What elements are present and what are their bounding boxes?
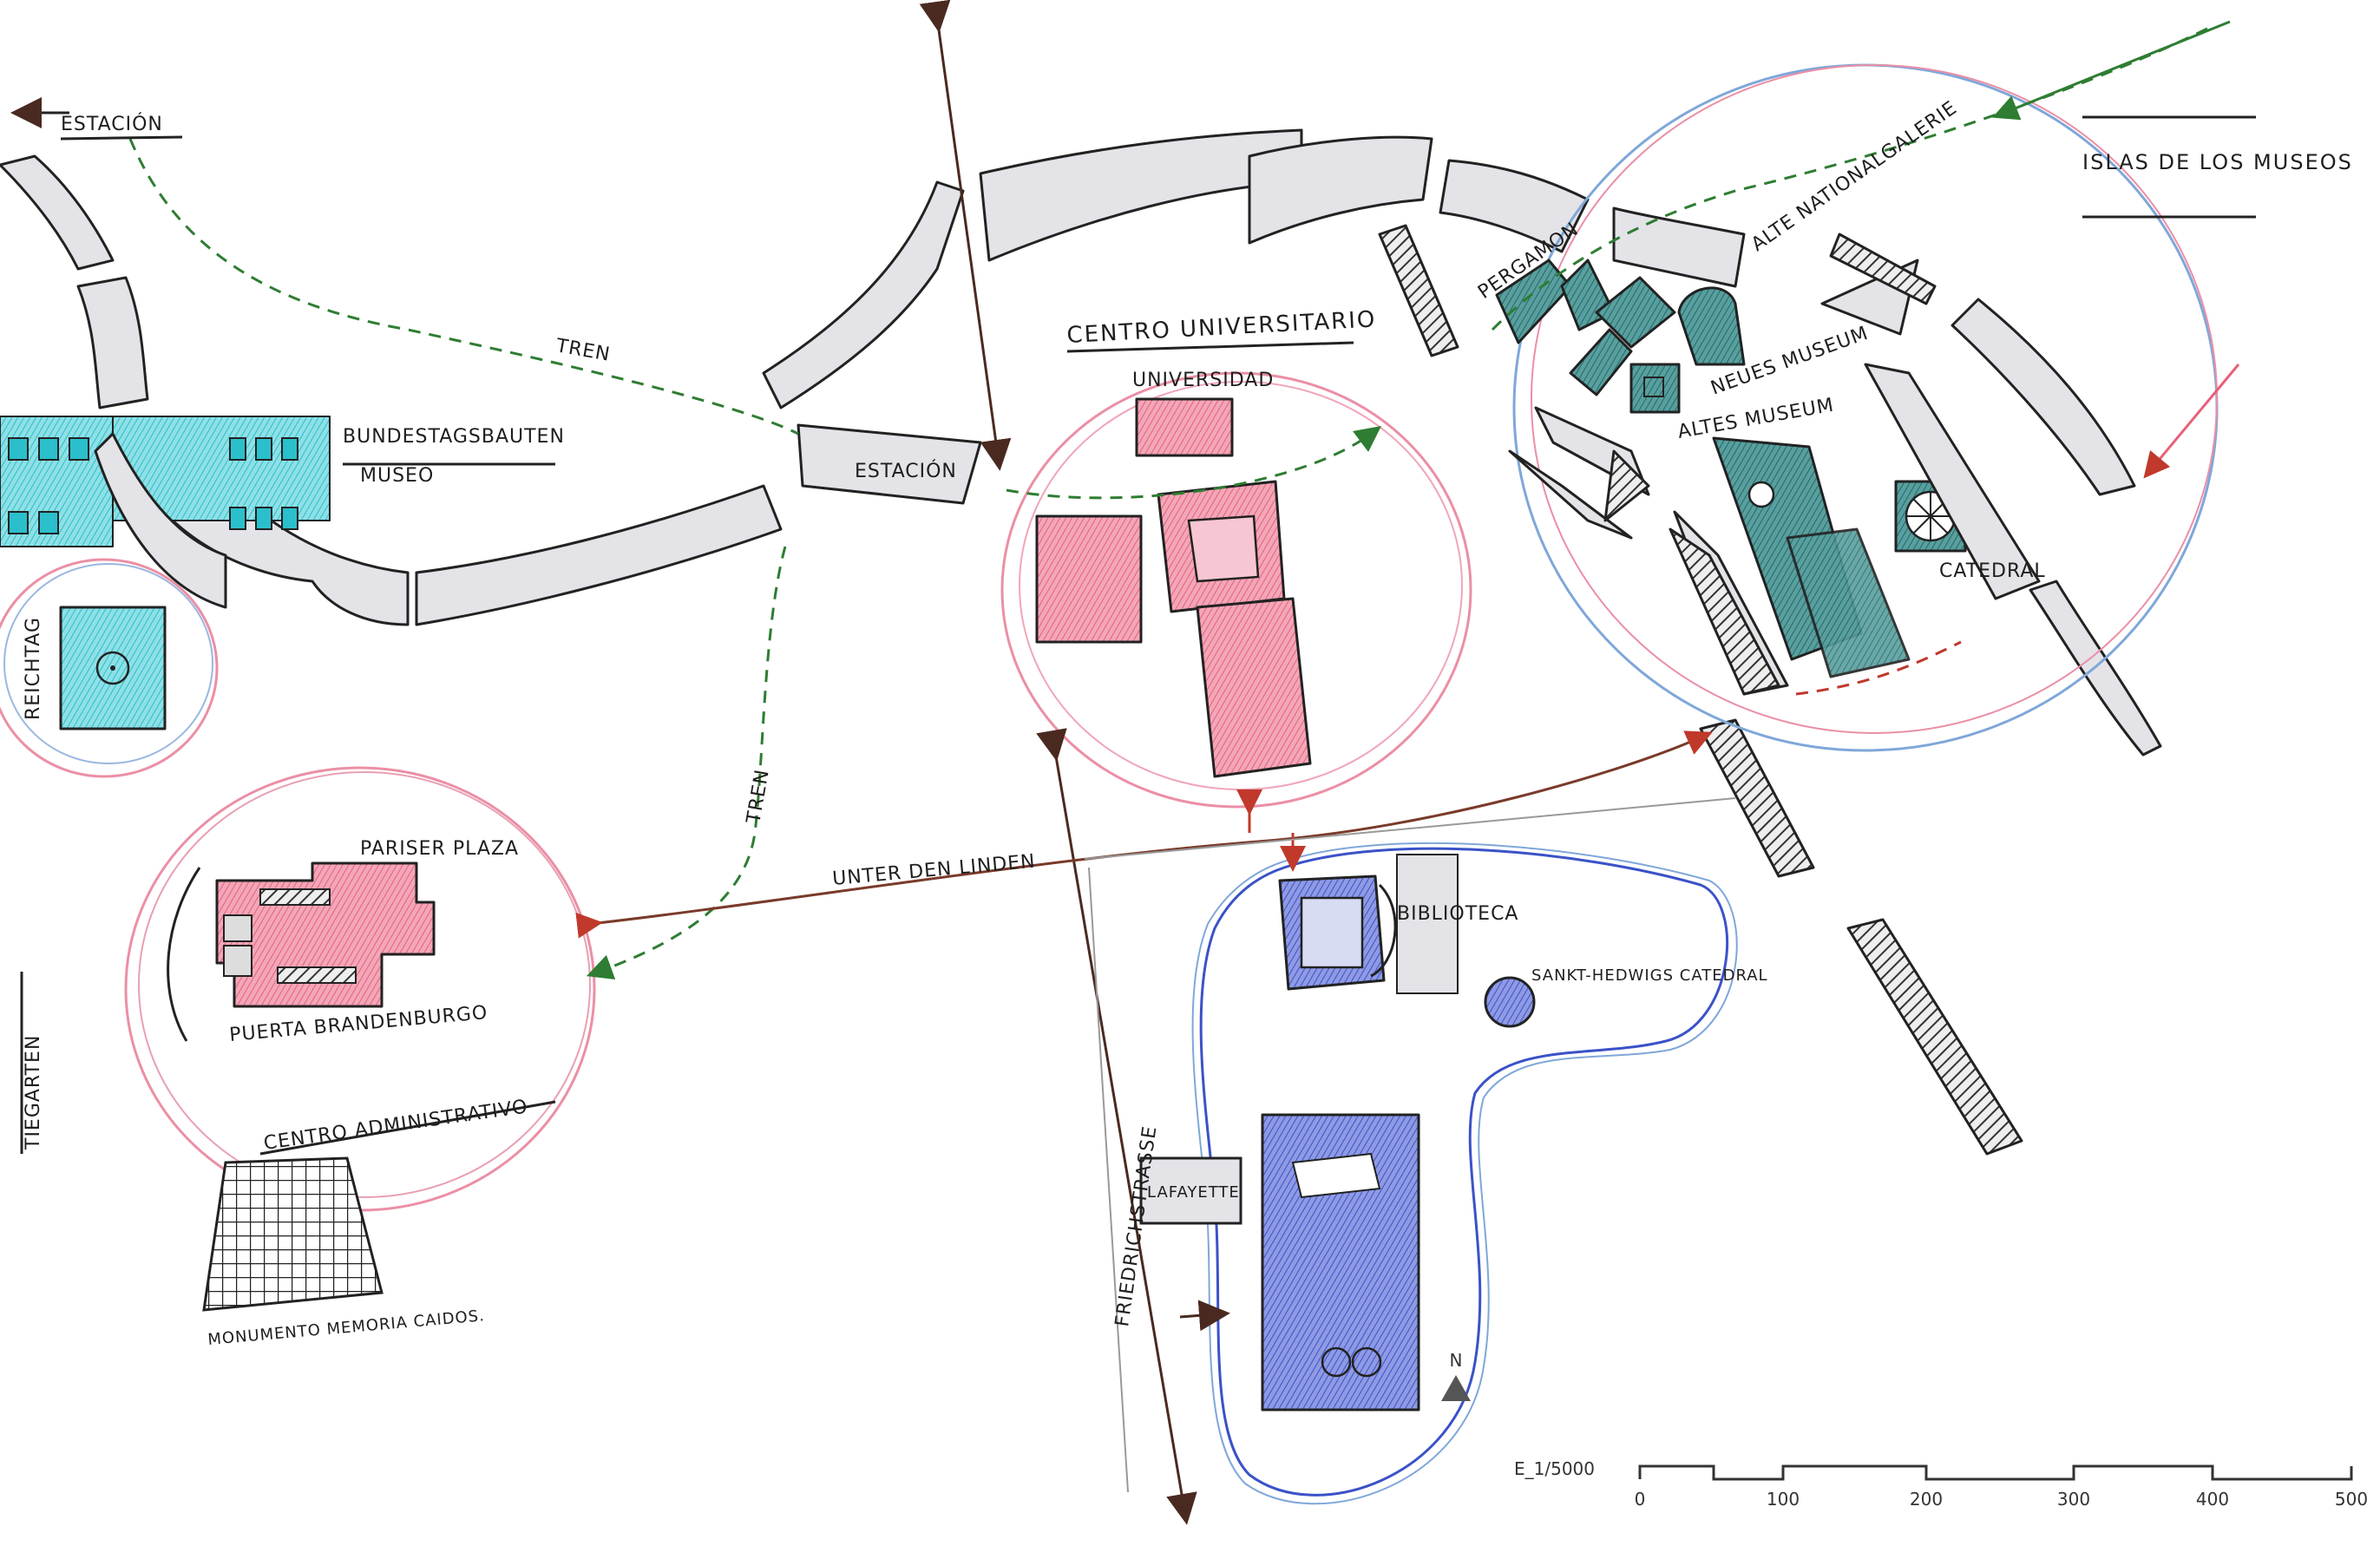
university-buildings (1035, 397, 1312, 778)
label-lafayette: LAFAYETTE (1147, 1183, 1240, 1202)
label-altes-museum: ALTES MUSEUM (1676, 395, 1836, 443)
label-catedral: CATEDRAL (1939, 560, 2046, 582)
label-estacion-mid: ESTACIÓN (855, 460, 957, 482)
label-alte-nationalgalerie: ALTE NATIONALGALERIE (1747, 97, 1961, 256)
river-spree (0, 128, 2162, 1156)
sankt-hedwigs-cathedral (1484, 976, 1536, 1028)
label-sankt-hedwigs: SANKT-HEDWIGS CATEDRAL (1531, 966, 1768, 985)
north-label: N (1450, 1350, 1463, 1371)
label-friedrichstrasse: FRIEDRICHSTRASSE (1111, 1124, 1161, 1328)
label-bundestag: BUNDESTAGSBAUTEN (343, 426, 565, 448)
label-centro-administrativo: CENTRO ADMINISTRATIVO (262, 1096, 529, 1155)
label-tren-1: TREN (554, 335, 612, 366)
hatched-embankments (1378, 224, 1937, 696)
reichstag-building (59, 606, 167, 730)
label-museo: MUSEO (360, 465, 434, 487)
bebelplatz-block (1261, 1113, 1420, 1412)
label-reichstag: REICHTAG (23, 617, 44, 720)
label-biblioteca: BIBLIOTECA (1397, 903, 1519, 925)
label-monumento: MONUMENTO MEMORIA CAIDOS. (207, 1307, 486, 1349)
arrow-lines (10, 0, 2240, 1525)
scale-tick-200: 200 (1910, 1489, 1943, 1510)
label-unter-den-linden: UNTER DEN LINDEN (831, 851, 1036, 890)
label-tiergarten: TIEGARTEN (23, 1035, 44, 1150)
scale-title: E_1/5000 (1514, 1458, 1595, 1479)
scale-bar: E_1/5000 0 100 200 300 400 500 (1514, 1458, 2368, 1510)
pariser-platz (167, 861, 436, 1042)
label-underlines (20, 115, 2256, 1156)
label-pariser-platz: PARISER PLAZA (360, 838, 519, 860)
label-islas-de-los-museos: ISLAS DE LOS MUSEOS (2082, 150, 2353, 174)
scale-tick-100: 100 (1767, 1489, 1800, 1510)
label-puerta-brandenburgo: PUERTA BRANDENBURGO (228, 1002, 488, 1046)
scale-tick-400: 400 (2196, 1489, 2229, 1510)
scale-tick-500: 500 (2335, 1489, 2368, 1510)
monument-block (202, 1156, 384, 1312)
bundestag-buildings (0, 416, 331, 609)
label-tren-2: TREN (743, 768, 774, 826)
label-estacion-top: ESTACIÓN (61, 113, 163, 135)
scale-tick-300: 300 (2057, 1489, 2090, 1510)
north-arrow-icon: N (1441, 1350, 1471, 1401)
label-universidad: UNIVERSIDAD (1132, 370, 1274, 391)
scale-tick-0: 0 (1635, 1489, 1646, 1510)
